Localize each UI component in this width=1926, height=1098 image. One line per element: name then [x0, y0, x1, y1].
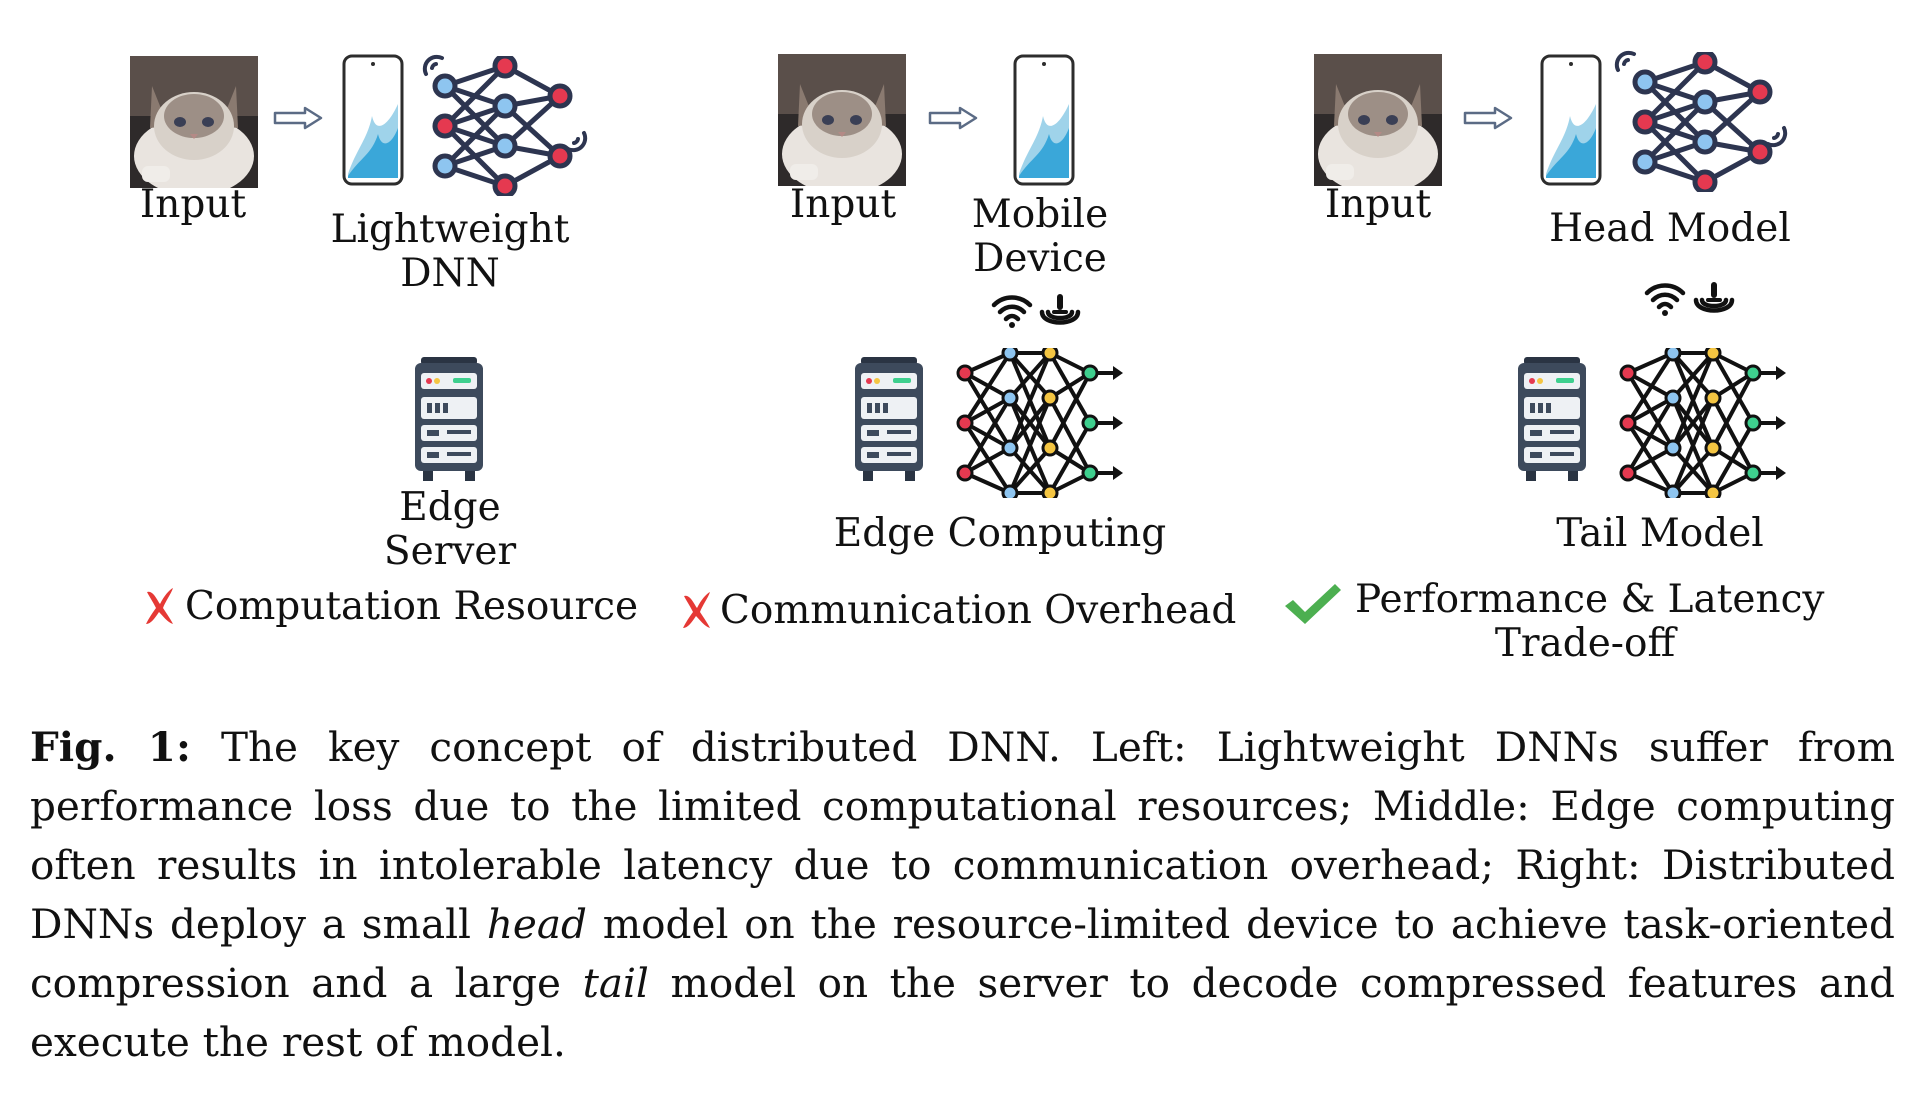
cross-icon — [143, 586, 175, 626]
model-label-line1: Lightweight — [330, 207, 570, 252]
server-label-line2: Server — [383, 529, 517, 574]
server-icon — [853, 357, 925, 481]
verdict-label: Communication Overhead — [720, 588, 1237, 633]
edge-dnn-icon — [955, 348, 1125, 498]
mobile-device-label: Mobile Device — [960, 193, 1120, 281]
tail-model-label: Tail Model — [1556, 511, 1764, 556]
lightweight-dnn-label: Lightweight DNN — [330, 208, 570, 296]
wifi-icon — [1643, 280, 1687, 316]
cross-icon — [680, 590, 712, 630]
check-icon — [1283, 582, 1343, 626]
caption-text-2: model on the resource-limited device to … — [30, 900, 1895, 1007]
device-label-line1: Mobile — [971, 192, 1109, 237]
verdict-label: Performance & Latency Trade-off — [1355, 577, 1825, 666]
server-icon — [413, 357, 485, 481]
caption-tail-word: tail — [582, 959, 649, 1007]
verdict-line2: Trade-off — [1494, 621, 1676, 666]
verdict-label: Computation Resource — [185, 584, 639, 629]
arrow-icon — [1463, 106, 1513, 130]
phone-icon — [1013, 54, 1075, 186]
verdict-line1: Performance & Latency — [1355, 577, 1825, 622]
input-label: Input — [1324, 182, 1432, 227]
input-label: Input — [139, 182, 247, 227]
edge-computing-label: Edge Computing — [833, 511, 1167, 556]
tail-model-icon — [1618, 348, 1788, 498]
head-model-label: Head Model — [1549, 206, 1791, 251]
input-label: Input — [789, 182, 897, 227]
figure-caption: Fig. 1: The key concept of distributed D… — [30, 718, 1895, 1072]
wifi-icon — [990, 292, 1034, 328]
caption-text-3: model on the server to decode compressed… — [30, 959, 1895, 1066]
device-label-line2: Device — [973, 236, 1107, 281]
emission-icon — [560, 125, 590, 155]
arrow-icon — [273, 106, 323, 130]
signal-icon — [1038, 292, 1082, 328]
cat-photo — [778, 54, 906, 186]
caption-head-word: head — [486, 900, 587, 948]
figure-label: Fig. 1: — [30, 723, 191, 771]
server-label-line1: Edge — [399, 485, 501, 530]
emission-icon — [1760, 120, 1790, 150]
model-label-line2: DNN — [400, 251, 500, 296]
server-icon — [1516, 357, 1588, 481]
phone-icon — [1540, 54, 1602, 186]
cat-photo — [130, 56, 258, 188]
cat-photo — [1314, 54, 1442, 186]
edge-server-label: Edge Server — [370, 486, 530, 574]
arrow-icon — [928, 106, 978, 130]
caption-text-1: The key concept of distributed DNN. Left… — [30, 723, 1895, 948]
phone-icon — [342, 54, 404, 186]
signal-icon — [1692, 280, 1736, 316]
